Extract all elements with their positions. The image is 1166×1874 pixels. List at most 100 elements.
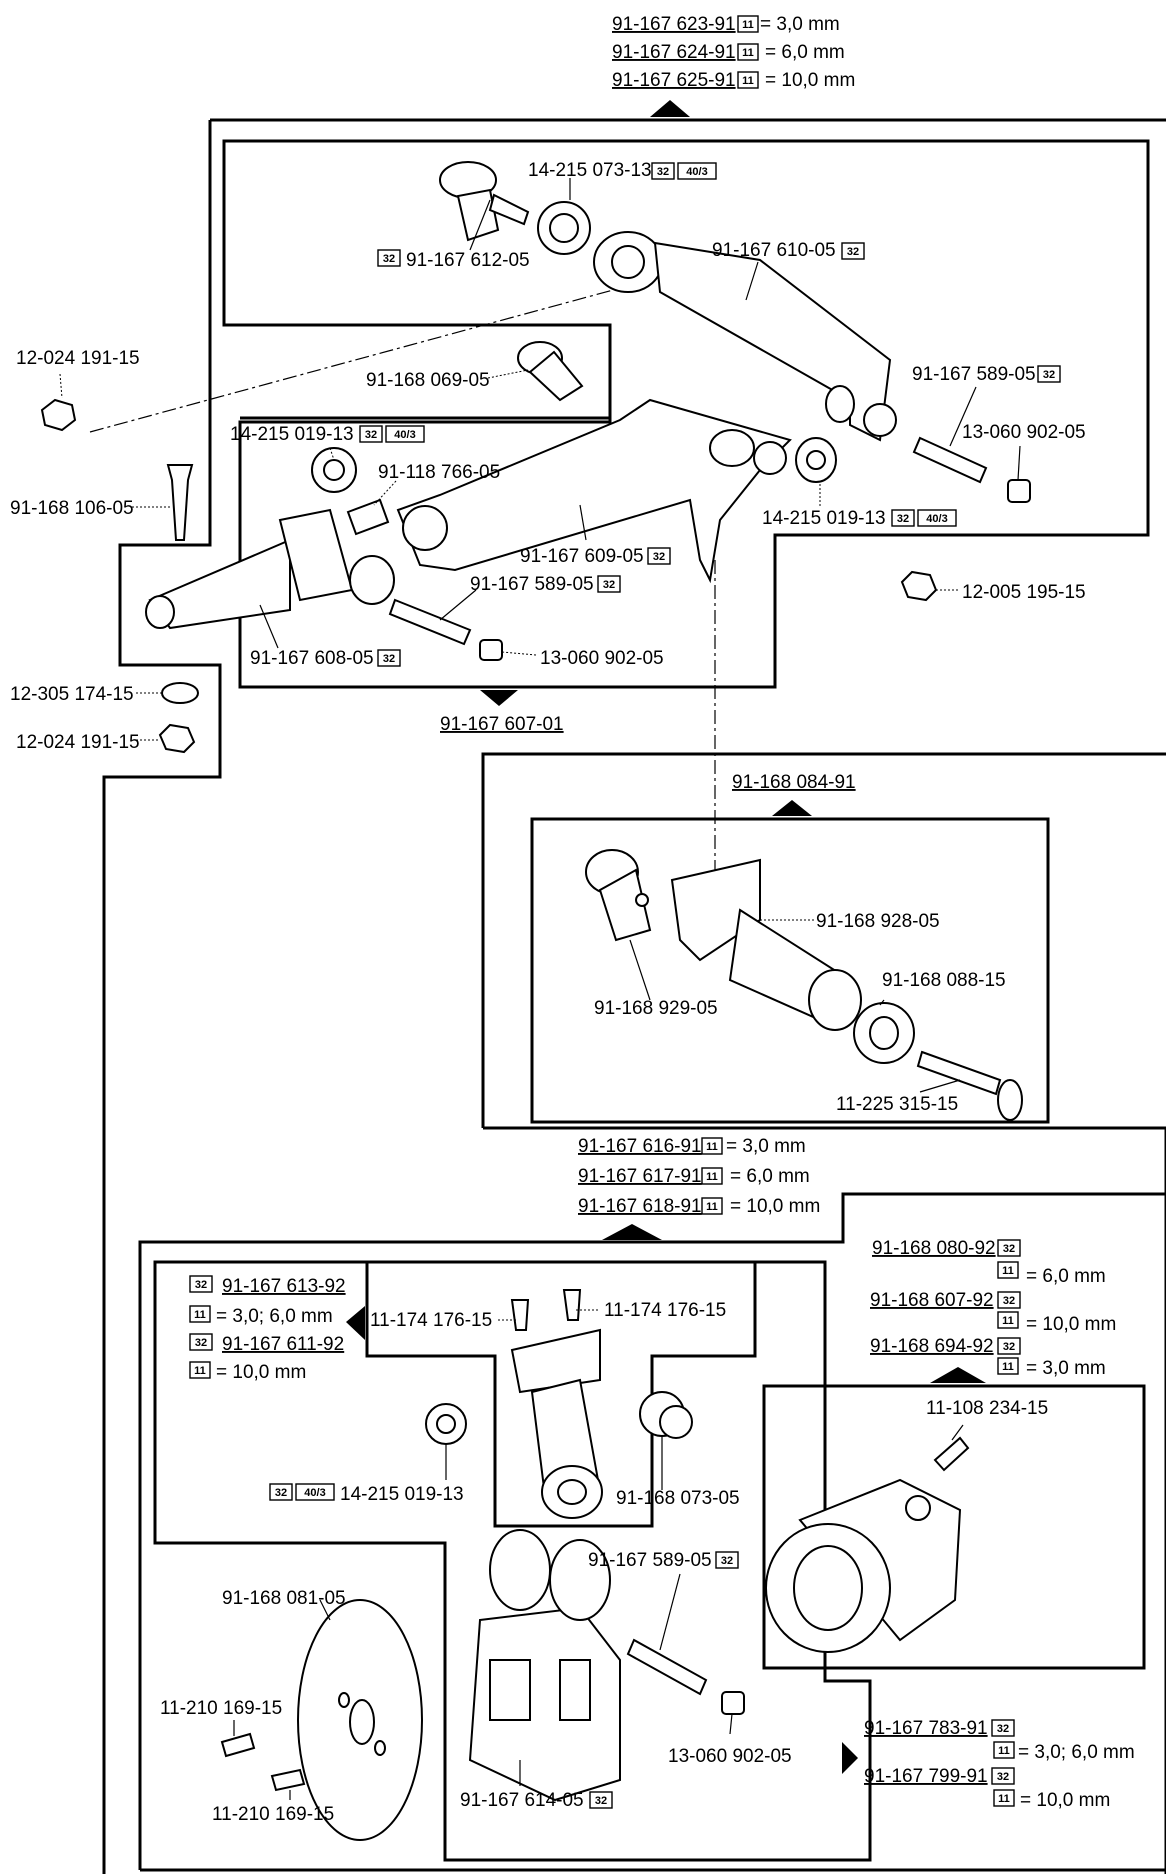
- bearing-label-right: 14-215 019-13: [762, 508, 886, 529]
- code-badge: 32: [651, 162, 675, 180]
- arm-drawing: [593, 231, 897, 442]
- code-badge: 32: [189, 1275, 213, 1293]
- code-badge: 40/3: [917, 509, 957, 527]
- carrier-inner-box: [530, 817, 1050, 1124]
- disc-label: 91-168 081-05: [222, 1588, 346, 1609]
- sleeve-label-cage: 13-060 902-05: [668, 1746, 792, 1767]
- bearing-drawing-left: [311, 447, 357, 493]
- code-text: 32: [195, 1279, 207, 1291]
- part-number: 91-167 616-91: [578, 1136, 702, 1157]
- part-number: 91-167 618-91: [578, 1196, 702, 1217]
- code-text: 32: [365, 429, 377, 441]
- carrier-body-label: 91-168 928-05: [816, 911, 940, 932]
- code-badge: 11: [737, 43, 759, 61]
- part-number: 91-167 611-92: [222, 1334, 344, 1355]
- part-number: 91-167 799-91: [864, 1766, 988, 1787]
- screw-label-disc-2: 11-210 169-15: [212, 1804, 334, 1825]
- code-badge: 32: [891, 509, 915, 527]
- screw-label-rod-left: 11-174 176-15: [370, 1310, 492, 1331]
- code-badge: 32: [991, 1767, 1015, 1785]
- part-number: 91-167 783-91: [864, 1718, 988, 1739]
- code-badge: 32: [715, 1551, 739, 1569]
- pin-label-shaft: 91-167 589-05: [470, 574, 594, 595]
- code-text: 11: [1002, 1315, 1014, 1327]
- pin-drawing-cage: [626, 1638, 708, 1696]
- code-text: 32: [721, 1555, 733, 1567]
- conrod-drawing: [510, 1328, 603, 1519]
- size-value: = 6,0 mm: [765, 42, 845, 63]
- part-number: 91-167 625-91: [612, 70, 736, 91]
- assembly-arrow-down: [480, 690, 518, 706]
- code-text: 11: [706, 1171, 718, 1183]
- code-text: 11: [706, 1141, 718, 1153]
- carrier-arrow-up: [772, 800, 812, 816]
- shaft-label: 91-167 608-05: [250, 648, 374, 669]
- code-text: 11: [998, 1793, 1010, 1805]
- sleeve-drawing-cage: [721, 1691, 745, 1715]
- code-badge: 11: [993, 1741, 1015, 1759]
- code-badge: 40/3: [295, 1483, 335, 1501]
- code-badge: 32: [269, 1483, 293, 1501]
- arm-label: 91-167 610-05: [712, 240, 836, 261]
- code-text: 11: [1002, 1361, 1014, 1373]
- carrier-frame: [481, 752, 1166, 1874]
- size-value: = 10,0 mm: [216, 1362, 306, 1383]
- axis-line-upper: [89, 279, 651, 433]
- screw-drawing-rod-left: [510, 1299, 530, 1331]
- code-text: 32: [1003, 1341, 1015, 1353]
- code-text: 11: [742, 75, 754, 87]
- ring-drawing: [853, 1002, 915, 1064]
- code-text: 32: [1003, 1295, 1015, 1307]
- code-text: 40/3: [926, 513, 947, 525]
- screw-label-carrier: 11-225 315-15: [836, 1094, 958, 1115]
- header-variant-2: 91-167 624-91 11 = 6,0 mm: [612, 42, 845, 63]
- eccentric-variant-3: 91-168 694-92 32 11 = 3,0 mm: [870, 1336, 1106, 1379]
- nut-label-right: 12-005 195-15: [962, 582, 1086, 603]
- eccentric-box: [762, 1384, 1146, 1670]
- eccentric-arrow-up: [930, 1367, 986, 1383]
- code-badge: 32: [377, 649, 401, 667]
- code-badge: 11: [189, 1361, 211, 1379]
- code-text: 40/3: [686, 166, 707, 178]
- code-badge: 11: [737, 15, 759, 33]
- nut-drawing-left: [40, 398, 77, 432]
- header-arrow-up: [650, 100, 690, 117]
- code-badge: 32: [597, 575, 621, 593]
- code-text: 32: [847, 246, 859, 258]
- bearing-label-top: 14-215 073-13: [528, 160, 652, 181]
- code-text: 40/3: [304, 1487, 325, 1499]
- code-badge: 32: [997, 1337, 1021, 1355]
- rod-variant-2: 32 91-167 611-92 11 = 10,0 mm: [189, 1333, 344, 1383]
- stud-label: 91-118 766-05: [378, 462, 500, 483]
- bearing-label-left: 14-215 019-13: [230, 424, 354, 445]
- bottom-variant-arrow-right: [842, 1742, 858, 1774]
- size-value: = 6,0 mm: [730, 1166, 810, 1187]
- rod-variant-1: 32 91-167 613-92 11 = 3,0; 6,0 mm: [189, 1275, 346, 1327]
- part-number: 91-167 623-91: [612, 14, 736, 35]
- size-value: = 3,0 mm: [1026, 1358, 1106, 1379]
- code-badge: 11: [701, 1137, 723, 1155]
- bolt-label-left: 91-168 106-05: [10, 498, 134, 519]
- bearing-drawing-rod: [425, 1403, 467, 1445]
- sleeve-label-shaft: 13-060 902-05: [540, 648, 664, 669]
- cage-drawing: [468, 1529, 621, 1802]
- size-value: = 6,0 mm: [1026, 1266, 1106, 1287]
- stud-drawing: [346, 498, 390, 536]
- mid-arrow-up: [602, 1224, 662, 1240]
- bottom-variant-1: 91-167 783-91 32 11 = 3,0; 6,0 mm: [864, 1718, 1135, 1763]
- size-value: = 3,0 mm: [726, 1136, 806, 1157]
- size-value: = 3,0 mm: [760, 14, 840, 35]
- link-label: 91-167 609-05: [520, 546, 644, 567]
- eccentric-drawing: [765, 1478, 962, 1653]
- size-value: = 3,0; 6,0 mm: [1018, 1742, 1135, 1763]
- size-value: = 10,0 mm: [765, 70, 855, 91]
- code-text: 32: [603, 579, 615, 591]
- sleeve-label-top: 13-060 902-05: [962, 422, 1086, 443]
- code-text: 11: [1002, 1265, 1014, 1277]
- mid-variant-2: 91-167 617-91 11 = 6,0 mm: [578, 1166, 810, 1187]
- code-text: 11: [742, 19, 754, 31]
- screw-drawing-disc-1: [220, 1732, 256, 1758]
- code-text: 11: [194, 1309, 206, 1321]
- size-value: = 10,0 mm: [1026, 1314, 1116, 1335]
- pin-drawing-shaft: [388, 598, 472, 646]
